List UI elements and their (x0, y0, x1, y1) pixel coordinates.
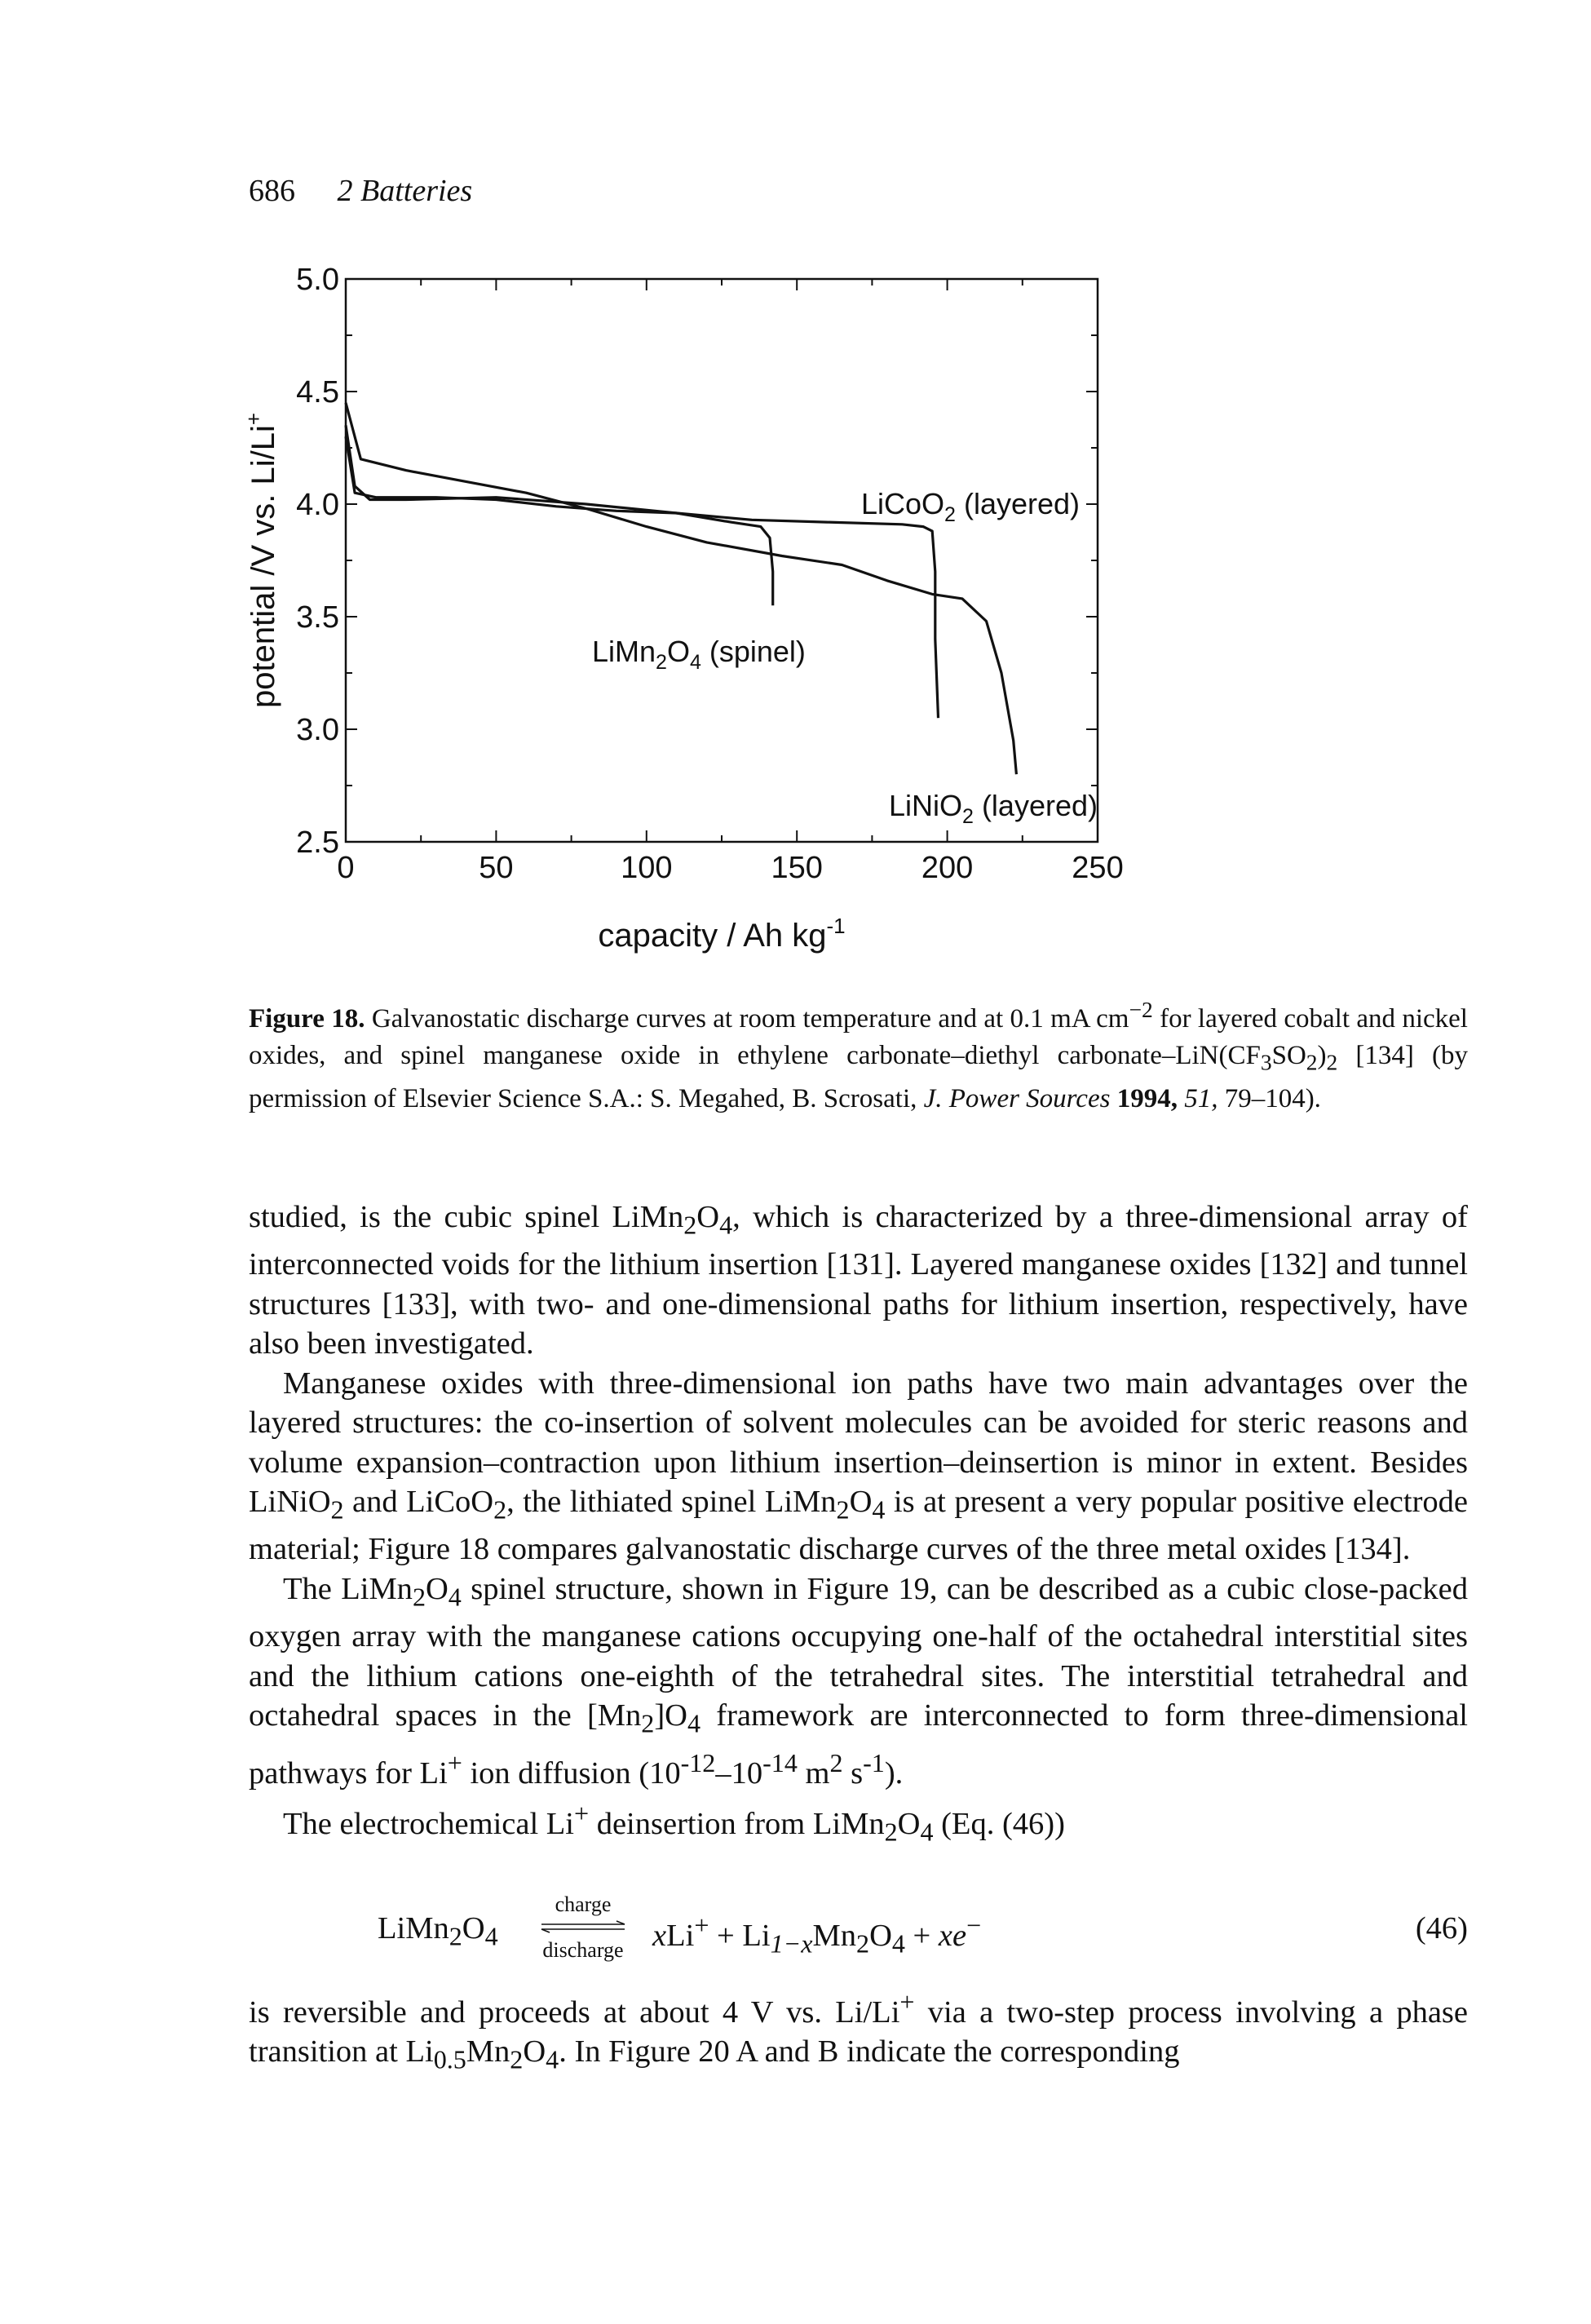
x-tick-label: 0 (337, 851, 354, 885)
discharge-curve-chart: 0 50 100 150 200 250 2.5 3.0 3.5 4.0 4.5 5.0 capac… (241, 263, 1124, 954)
x-tick-label: 250 (1072, 851, 1123, 885)
x-axis-label: capacity / Ah kg-1 (598, 914, 845, 954)
paragraph-3: The LiMn2O4 spinel structure, shown in F… (249, 1571, 1468, 1791)
y-axis-label: potential /V vs. Li/Li+ (241, 413, 281, 708)
y-tick-label: 4.5 (296, 375, 339, 409)
chapter-title: 2 Batteries (337, 174, 473, 208)
series-label-limn2o4: LiMn2O4 (spinel) (592, 635, 806, 674)
caption-text: Galvanostatic discharge curves at room t… (365, 1004, 1129, 1034)
equilibrium-arrow-icon (541, 1920, 625, 1933)
y-tick-label: 3.0 (296, 713, 339, 747)
caption-text: for layered cobalt and nickel oxides, an… (249, 1004, 1468, 1070)
caption-sup: −2 (1129, 997, 1153, 1022)
equation-46: LiMn2O4 charge discharge xLi+ + Li1−xMn2… (249, 1892, 1468, 1962)
series-line-1 (344, 436, 775, 606)
y-tick-label: 5.0 (296, 263, 339, 297)
x-tick-label: 50 (479, 851, 513, 885)
page-number: 686 (249, 174, 295, 208)
equation-lhs: LiMn2O4 (378, 1911, 498, 1951)
caption-sub: 2 (1306, 1049, 1318, 1075)
discharge-label: discharge (542, 1938, 624, 1962)
figure-label: Figure 18. (249, 1004, 365, 1034)
body-text: studied, is the cubic spinel LiMn2O4, wh… (249, 1197, 1468, 1852)
paragraph-1: studied, is the cubic spinel LiMn2O4, wh… (249, 1200, 1468, 1361)
body-text-continued: is reversible and proceeds at about 4 V … (249, 1982, 1468, 2080)
citation-year: 1994, (1116, 1083, 1178, 1113)
series-line-2 (344, 402, 1018, 775)
series-lines (344, 402, 1018, 775)
equation-number: (46) (1415, 1911, 1468, 1946)
caption-sub: 2 (1326, 1049, 1338, 1075)
y-tick-label: 2.5 (296, 826, 339, 860)
citation-pages: 79–104). (1218, 1083, 1321, 1113)
series-label-licoo2: LiCoO2 (layered) (861, 487, 1080, 526)
axis-ticks (345, 278, 1098, 843)
plot-frame (344, 277, 1099, 843)
charge-label: charge (555, 1892, 612, 1916)
equilibrium-arrows: charge discharge (530, 1892, 636, 1962)
y-tick-label: 3.5 (296, 600, 339, 635)
equation-rhs: xLi+ + Li1−xMn2O4 + xe− (652, 1910, 982, 1959)
citation-volume: 51, (1184, 1083, 1218, 1113)
series-label-linio2: LiNiO2 (layered) (889, 789, 1098, 828)
series-line-0 (344, 425, 940, 719)
caption-text: ) (1317, 1041, 1327, 1070)
paragraph-4: The electrochemical Li+ deinsertion from… (283, 1798, 1065, 1847)
y-tick-label: 4.0 (296, 488, 339, 522)
x-tick-label: 200 (921, 851, 973, 885)
running-head: 686 2 Batteries (249, 173, 472, 209)
caption-text: SO (1271, 1041, 1306, 1070)
caption-text: [134] (by permission of Elsevier Science… (249, 1041, 1469, 1113)
caption-sub: 3 (1260, 1049, 1272, 1075)
x-tick-label: 150 (771, 851, 822, 885)
x-tick-label: 100 (621, 851, 672, 885)
journal-name: J. Power Sources (923, 1083, 1111, 1113)
paragraph-2: Manganese oxides with three-dimensional … (249, 1366, 1468, 1567)
y-tick-labels: 2.5 3.0 3.5 4.0 4.5 5.0 (296, 263, 339, 860)
paragraph-5: is reversible and proceeds at about 4 V … (249, 1987, 1468, 2075)
figure-caption: Figure 18. Galvanostatic discharge curve… (249, 991, 1468, 1118)
x-tick-labels: 0 50 100 150 200 250 (337, 851, 1123, 885)
